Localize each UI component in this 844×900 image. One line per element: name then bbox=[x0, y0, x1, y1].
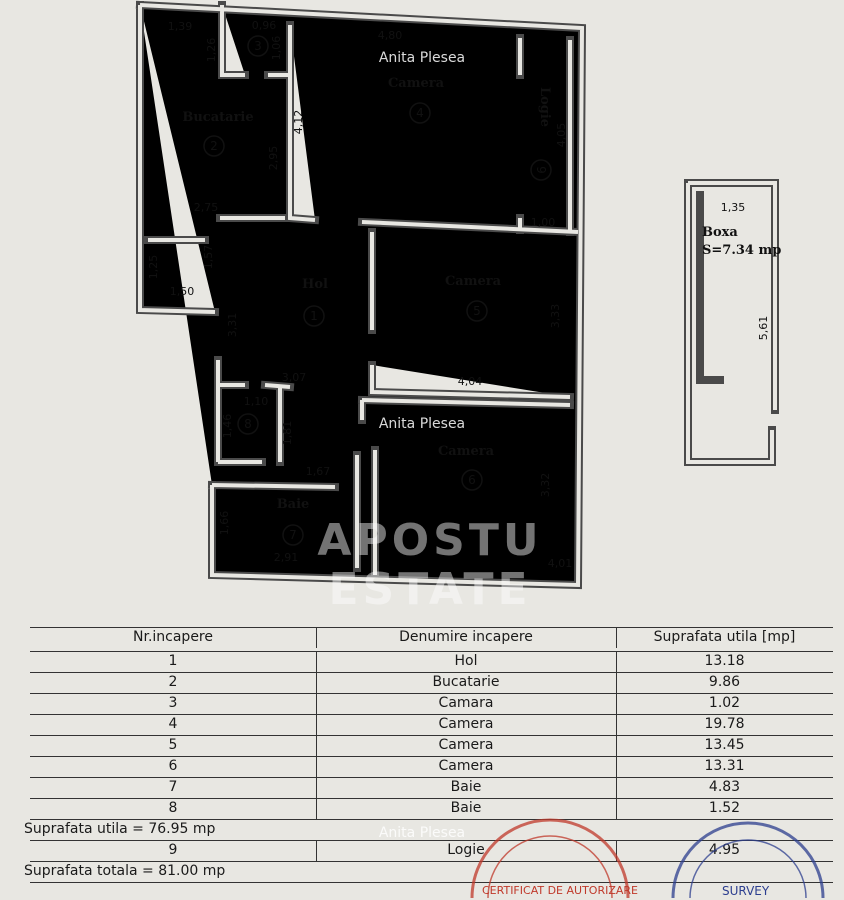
room-label-camera-5: Camera bbox=[445, 274, 502, 289]
room-marker-7: 7 bbox=[282, 524, 304, 546]
red-stamp-caption: CERTIFICAT DE AUTORIZARE bbox=[482, 884, 638, 897]
svg-text:9: 9 bbox=[534, 166, 548, 174]
room-markers: 1 2 3 4 5 6 7 8 9 bbox=[203, 35, 552, 546]
dimension: 1,46 bbox=[221, 414, 234, 439]
dimensions: 1,39 1,26 0,96 1,06 4,80 4,05 1,00 4,12 … bbox=[147, 19, 770, 570]
dimension: 5,61 bbox=[757, 316, 770, 341]
dimension: 0,96 bbox=[252, 19, 277, 32]
room-label-boxa: Boxa bbox=[702, 225, 738, 240]
svg-text:2: 2 bbox=[210, 139, 218, 153]
header-nr: Nr.incapere bbox=[30, 627, 317, 648]
dimension: 2,91 bbox=[274, 551, 299, 564]
dimension: 1,81 bbox=[281, 421, 294, 446]
svg-text:4: 4 bbox=[416, 106, 424, 120]
room-label-camera-4: Camera bbox=[388, 76, 445, 91]
dimension: 1,67 bbox=[306, 465, 331, 478]
dimension: 3,31 bbox=[226, 313, 239, 338]
dimension: 1,25 bbox=[147, 255, 160, 280]
dimension: 4,01 bbox=[548, 557, 573, 570]
dimension: 3,33 bbox=[549, 304, 562, 329]
room-label-logie: Logie bbox=[537, 87, 552, 127]
dimension: 1,35 bbox=[721, 201, 746, 214]
brand-watermark: ESTATE bbox=[328, 564, 531, 615]
room-label-baie: Baie bbox=[277, 497, 310, 512]
room-marker-6: 6 bbox=[461, 469, 483, 491]
svg-text:1: 1 bbox=[310, 309, 318, 323]
room-label-camera-6: Camera bbox=[438, 444, 495, 459]
table-header: Nr.incapere Denumire incapere Suprafata … bbox=[30, 627, 833, 652]
dimension: 4,80 bbox=[378, 29, 403, 42]
svg-text:3: 3 bbox=[254, 39, 262, 53]
dimension: 4,05 bbox=[555, 123, 568, 148]
room-marker-8: 8 bbox=[237, 413, 259, 435]
svg-text:7: 7 bbox=[289, 528, 297, 542]
dimension: 1,00 bbox=[531, 216, 556, 229]
blue-stamp-caption: SURVEY bbox=[722, 884, 770, 898]
room-label-hol: Hol bbox=[302, 277, 328, 292]
dimension: 1,10 bbox=[244, 395, 269, 408]
room-label-bucatarie: Bucatarie bbox=[182, 110, 253, 125]
dimension: 2,75 bbox=[194, 201, 219, 214]
walls bbox=[140, 5, 779, 585]
header-name: Denumire incapere bbox=[316, 627, 617, 648]
dimension: 4,04 bbox=[458, 375, 483, 388]
dimension: 1,50 bbox=[170, 285, 195, 298]
brand-watermark: APOSTU bbox=[317, 515, 542, 566]
svg-text:6: 6 bbox=[468, 473, 476, 487]
stamp-captions: CERTIFICAT DE AUTORIZARE SURVEY bbox=[0, 884, 844, 900]
dimension: 2,95 bbox=[267, 146, 280, 171]
room-marker-9: 9 bbox=[530, 159, 552, 181]
svg-text:5: 5 bbox=[473, 304, 481, 318]
name-watermark: Anita Plesea bbox=[379, 416, 465, 432]
total-area-row: Suprafata totala = 81.00 mp bbox=[24, 861, 833, 883]
name-watermark: Anita Plesea bbox=[379, 50, 465, 66]
dimension: 1,66 bbox=[218, 511, 231, 536]
dimension: 3,07 bbox=[282, 371, 307, 384]
dimension: 1,26 bbox=[205, 38, 218, 63]
dimension: 4,12 bbox=[292, 110, 305, 135]
useful-area-total-row: Suprafata utila = 76.95 mp bbox=[24, 819, 833, 841]
svg-text:8: 8 bbox=[244, 417, 252, 431]
boxa-area: S=7.34 mp bbox=[702, 243, 781, 258]
room-marker-1: 1 bbox=[303, 305, 325, 327]
room-marker-2: 2 bbox=[203, 135, 225, 157]
dimension: 1,39 bbox=[168, 20, 193, 33]
header-area: Suprafata utila [mp] bbox=[653, 629, 796, 645]
floor-plan: APOSTU ESTATE Anita Plesea Anita Plesea … bbox=[0, 0, 781, 615]
room-marker-4: 4 bbox=[409, 102, 431, 124]
dimension: 1,57 bbox=[202, 245, 215, 270]
room-area-table: Nr.incapere Denumire incapere Suprafata … bbox=[24, 627, 833, 887]
room-marker-5: 5 bbox=[466, 300, 488, 322]
room-marker-3: 3 bbox=[247, 35, 269, 57]
dimension: 1,06 bbox=[270, 36, 283, 61]
dimension: 3,32 bbox=[539, 473, 552, 498]
